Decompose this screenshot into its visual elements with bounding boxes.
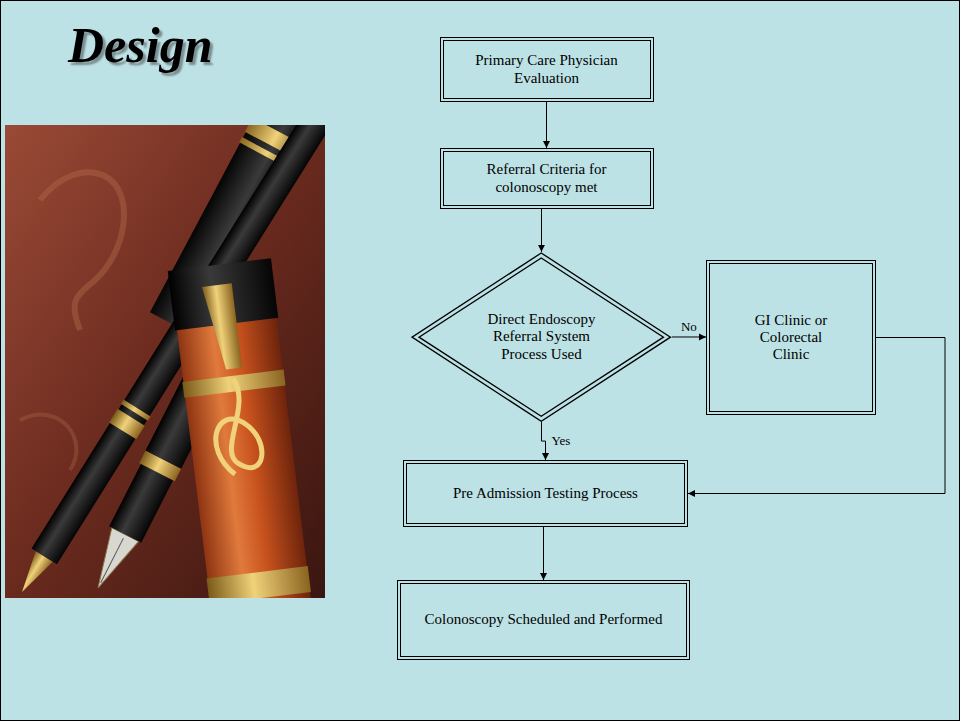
node-text: GI Clinic or Colorectal Clinic — [741, 312, 841, 364]
pen-clip — [202, 283, 242, 371]
flow-arrow — [543, 527, 544, 580]
text-group: Primary Care Physician Evaluation — [452, 52, 642, 87]
diamond-line — [412, 253, 670, 421]
node-text: Primary Care Physician Evaluation — [452, 52, 642, 87]
gold-band — [121, 399, 151, 420]
text-group: Direct Endoscopy Referral System Process… — [480, 311, 602, 363]
flow-arrow — [546, 102, 547, 148]
pen-nib — [85, 528, 139, 595]
gold-band — [207, 566, 311, 598]
node-text: Direct Endoscopy Referral System Process… — [480, 311, 602, 363]
decision-diamond: Direct Endoscopy Referral System Process… — [411, 252, 671, 422]
flow-arrow — [541, 422, 545, 460]
pens-picture — [5, 125, 325, 598]
flow-arrow — [541, 209, 542, 252]
clef-clip — [208, 376, 264, 476]
diamond-line — [419, 258, 663, 416]
edge-label: Yes — [551, 434, 572, 448]
text-group: GI Clinic or Colorectal Clinic — [741, 312, 841, 364]
text-group: Colonoscopy Scheduled and Performed — [425, 611, 663, 628]
edge-label: No — [680, 320, 698, 334]
flow-arrow — [688, 338, 945, 494]
process-box: Pre Admission Testing Process — [403, 460, 688, 527]
node-text: Referral Criteria for colonoscopy met — [452, 161, 642, 196]
process-box: Referral Criteria for colonoscopy met — [440, 148, 654, 209]
orange-pen — [168, 258, 314, 598]
text-group: Pre Admission Testing Process — [453, 485, 638, 502]
slide-title: Design — [68, 16, 212, 74]
pen-grip — [109, 464, 173, 543]
faint-note — [20, 415, 76, 470]
nib-slit — [101, 538, 124, 583]
node-text: Pre Admission Testing Process — [453, 485, 638, 502]
process-box: Primary Care Physician Evaluation — [440, 37, 654, 102]
pen-tip — [14, 551, 53, 597]
node-text: Colonoscopy Scheduled and Performed — [425, 611, 663, 628]
result-box: Colonoscopy Scheduled and Performed — [397, 580, 690, 660]
faint-clef — [40, 172, 124, 330]
flow-arrow — [672, 336, 706, 337]
text-group: Referral Criteria for colonoscopy met — [452, 161, 642, 196]
clinic-box: GI Clinic or Colorectal Clinic — [706, 260, 876, 415]
